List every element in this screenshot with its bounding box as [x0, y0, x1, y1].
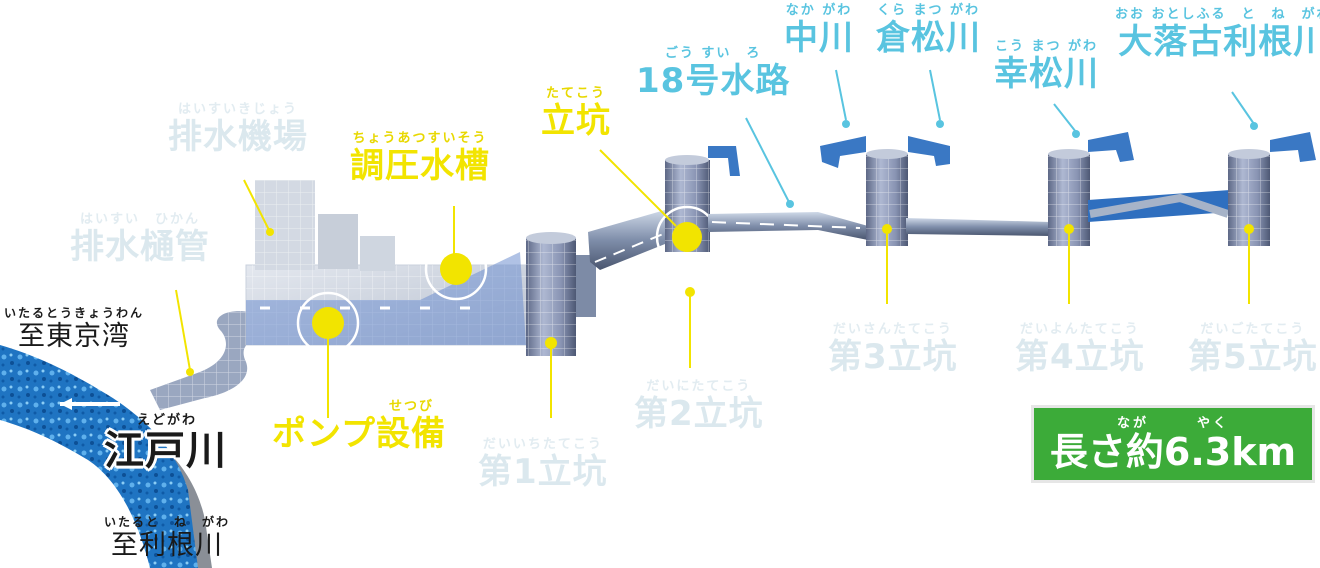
label-shaft-2: だいにたてこう 第2立坑: [634, 380, 764, 431]
tunnel-2-3: [708, 212, 868, 240]
label-surge-tank: ちょうあつすいそう 調圧水槽: [350, 132, 490, 183]
label-pump-equipment: せつび ポンプ設備: [272, 400, 446, 451]
label-edogawa: えどがわ 江戸川: [104, 414, 227, 471]
length-ruby: なが やく: [1034, 412, 1312, 431]
tunnel-3-4: [906, 218, 1050, 236]
length-badge: なが やく 長さ約6.3km: [1031, 405, 1315, 483]
shaft-1: [526, 232, 596, 356]
shaft-5: [1228, 132, 1316, 246]
label-to-tone-river: いたると ね がわ 至利根川: [104, 516, 230, 559]
drainage-pump-station: [246, 180, 526, 345]
label-nakagawa: なか がわ 中川: [784, 4, 854, 55]
label-to-tokyo-bay: いたるとうきょうわん 至東京湾: [4, 307, 144, 350]
length-text: 長さ約6.3km: [1034, 433, 1312, 471]
label-drainage-pump-station: はいすいきじょう 排水機場: [168, 103, 308, 154]
label-shaft-5: だいごたてこう 第5立坑: [1188, 323, 1318, 374]
label-shaft-3: だいさんたてこう 第3立坑: [828, 323, 958, 374]
label-channel-18: ごう すい ろ 18号水路: [636, 47, 790, 98]
label-shaft-1: だいいちたてこう 第1立坑: [478, 438, 608, 489]
label-drain-sluice: はいすい ひかん 排水樋管: [70, 213, 210, 264]
label-kuramatsu-river: くら まつ がわ 倉松川: [876, 4, 981, 55]
shaft-4: [1048, 132, 1134, 246]
tunnel-4-5: [1088, 190, 1230, 222]
label-shaft-4: だいよんたてこう 第4立坑: [1015, 323, 1145, 374]
label-shaft: たてこう 立坑: [541, 87, 611, 138]
label-komatsu-river: こう まつ がわ 幸松川: [994, 40, 1099, 91]
label-ootoshifurutone-river: おお おとしふる と ね がわ 大落古利根川: [1115, 8, 1320, 59]
